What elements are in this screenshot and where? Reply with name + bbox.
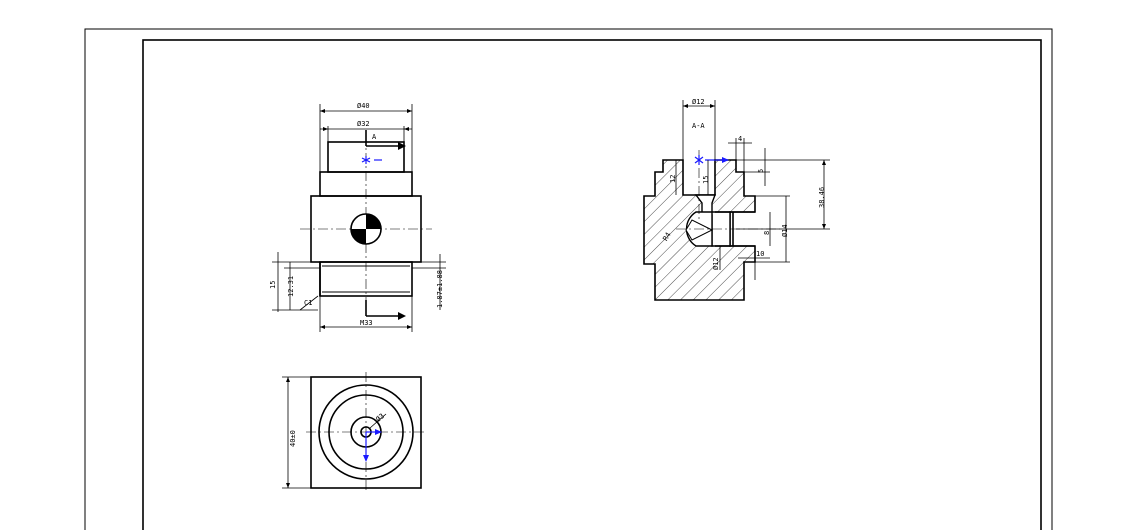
dim-bottom-10: 10 bbox=[756, 250, 764, 258]
section-mark-top: A bbox=[372, 133, 377, 141]
dim-12: 12 bbox=[669, 175, 677, 183]
section-marker-top-icon bbox=[361, 156, 382, 164]
dim-thread-depth: 1.87±1.88 bbox=[436, 270, 444, 308]
dim-chamfer: C1 bbox=[304, 299, 312, 307]
section-title: A-A bbox=[692, 122, 705, 130]
dim-15: 15 bbox=[702, 176, 710, 184]
outer-border bbox=[84, 28, 1053, 530]
inner-border bbox=[142, 39, 1042, 530]
section-arrow-bottom-icon bbox=[365, 300, 406, 320]
dim-height-15: 15 bbox=[269, 281, 277, 289]
section-view: A-A Ø12 4 5 12 15 R4 Ø12 8 Ø14 bbox=[643, 98, 830, 301]
top-view: Ø3 40±0 bbox=[282, 372, 426, 492]
section-arrow-top-icon bbox=[365, 130, 406, 150]
front-view: A Ø40 Ø32 15 12.31 C1 1.8 bbox=[269, 102, 446, 332]
dim-inner-diameter: Ø32 bbox=[357, 120, 370, 128]
dim-h: Ø14 bbox=[781, 224, 789, 237]
dim-height-12-31: 12.31 bbox=[287, 276, 295, 297]
dim-top-diameter: Ø12 bbox=[692, 98, 705, 106]
dim-thread: M33 bbox=[360, 319, 373, 327]
dim-8: 8 bbox=[763, 231, 771, 235]
dim-outer-diameter: Ø40 bbox=[357, 102, 370, 110]
dim-5: 5 bbox=[757, 169, 765, 173]
dim-hole: Ø3 bbox=[374, 412, 386, 424]
dim-total: 38.46 bbox=[818, 187, 826, 208]
dim-4: 4 bbox=[738, 135, 742, 143]
dim-bore-12: Ø12 bbox=[712, 257, 720, 270]
dim-square: 40±0 bbox=[289, 430, 297, 447]
dim-r: R4 bbox=[661, 231, 672, 242]
section-marker-icon bbox=[694, 155, 729, 165]
center-of-gravity-icon bbox=[350, 213, 382, 245]
top-marker-icon bbox=[363, 429, 382, 462]
